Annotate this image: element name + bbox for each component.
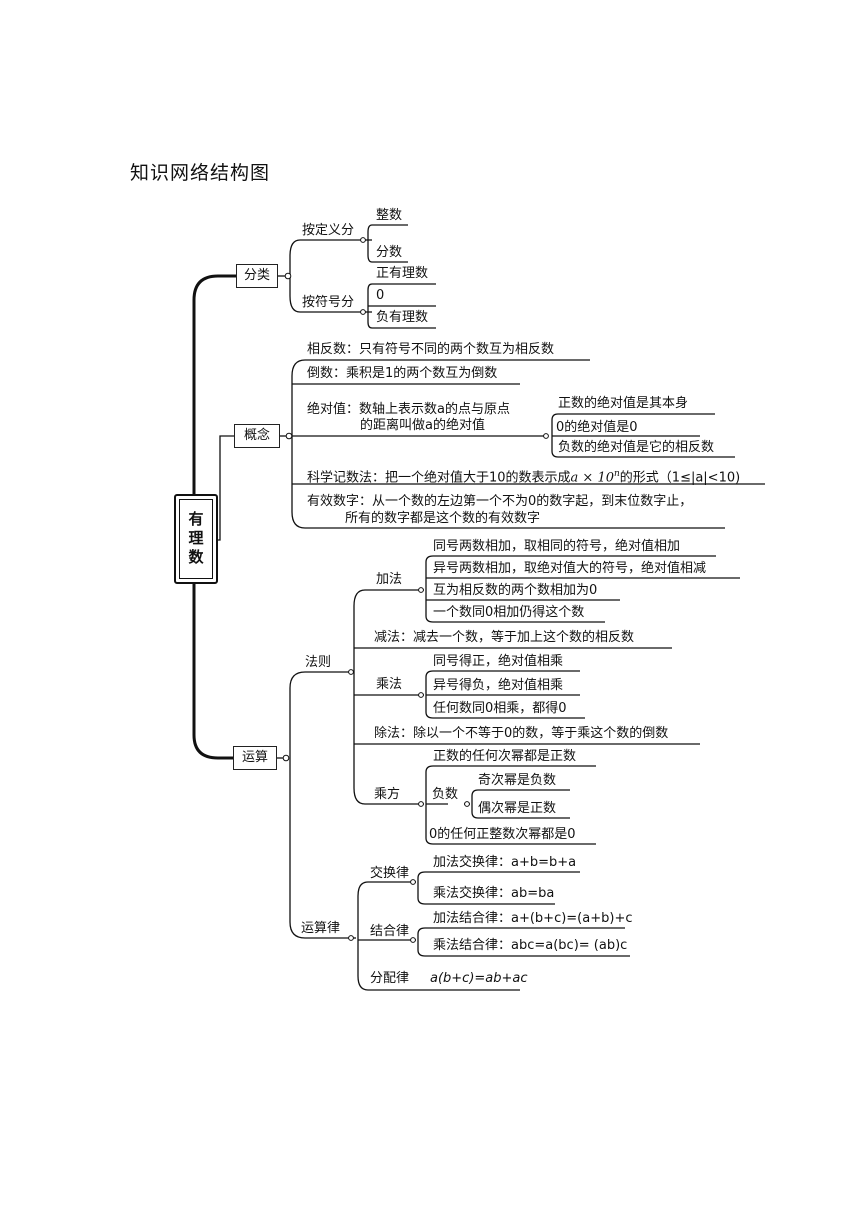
classify-node: 分类	[236, 264, 278, 288]
scientific-suffix: 的形式（1≤|a|<10)	[619, 470, 741, 486]
opposite-number-text: 相反数：只有符号不同的两个数互为相反数	[307, 342, 555, 357]
associative-label: 结合律	[370, 924, 410, 939]
negative-rational-label: 负有理数	[376, 310, 429, 325]
fraction-label: 分数	[376, 245, 403, 260]
root-label: 有理数	[179, 499, 213, 579]
power-label: 乘方	[374, 787, 401, 802]
rules-label: 法则	[305, 655, 332, 670]
laws-label: 运算律	[301, 921, 341, 936]
reciprocal-text: 倒数：乘积是1的两个数互为倒数	[307, 366, 498, 381]
division-text: 除法：除以一个不等于0的数，等于乘这个数的倒数	[374, 726, 669, 741]
concepts-node: 概念	[234, 424, 280, 448]
absolute-value-text-2: 的距离叫做a的绝对值	[360, 418, 485, 433]
mul-associative-text: 乘法结合律：abc=a(bc)= (ab)c	[433, 938, 628, 953]
distributive-label: 分配律	[370, 971, 410, 986]
multiplication-rule-1: 同号得正，绝对值相乘	[433, 654, 564, 669]
operations-node: 运算	[233, 746, 277, 770]
subtraction-text: 减法：减去一个数，等于加上这个数的相反数	[374, 630, 635, 645]
scientific-notation-text: 科学记数法：把一个绝对值大于10的数表示成a × 10n的形式（1≤|a|<10…	[307, 466, 740, 486]
add-commutative-text: 加法交换律：a+b=b+a	[433, 855, 577, 870]
power-negative-label: 负数	[432, 787, 459, 802]
addition-rule-3: 互为相反数的两个数相加为0	[433, 583, 598, 598]
scientific-exponent: n	[614, 469, 620, 479]
multiplication-rule-2: 异号得负，绝对值相乘	[433, 678, 564, 693]
addition-label: 加法	[376, 572, 403, 587]
power-positive-text: 正数的任何次幂都是正数	[433, 749, 577, 764]
by-sign-label: 按符号分	[302, 295, 355, 310]
addition-rule-2: 异号两数相加，取绝对值大的符号，绝对值相减	[433, 561, 707, 576]
power-zero-text: 0的任何正整数次幂都是0	[429, 827, 576, 842]
significant-figures-text-1: 有效数字：从一个数的左边第一个不为0的数字起，到末位数字止，	[307, 494, 693, 509]
mul-commutative-text: 乘法交换律：ab=ba	[433, 886, 555, 901]
abs-positive-text: 正数的绝对值是其本身	[558, 396, 689, 411]
scientific-formula: a × 10	[570, 470, 614, 486]
addition-rule-4: 一个数同0相加仍得这个数	[433, 605, 585, 620]
abs-zero-text: 0的绝对值是0	[556, 420, 638, 435]
distributive-formula: a(b+c)=ab+ac	[430, 971, 528, 986]
abs-negative-text: 负数的绝对值是它的相反数	[558, 440, 715, 455]
root-node: 有理数	[174, 494, 218, 584]
page-title: 知识网络结构图	[130, 162, 271, 184]
even-power-text: 偶次幂是正数	[478, 801, 557, 816]
multiplication-label: 乘法	[376, 677, 403, 692]
by-definition-label: 按定义分	[302, 223, 355, 238]
commutative-label: 交换律	[370, 866, 410, 881]
addition-rule-1: 同号两数相加，取相同的符号，绝对值相加	[433, 539, 681, 554]
multiplication-rule-3: 任何数同0相乘，都得0	[433, 701, 567, 716]
scientific-prefix: 科学记数法：把一个绝对值大于10的数表示成	[307, 470, 571, 486]
integer-label: 整数	[376, 208, 403, 223]
odd-power-text: 奇次幂是负数	[478, 773, 557, 788]
significant-figures-text-2: 所有的数字都是这个数的有效数字	[345, 511, 541, 526]
zero-label: 0	[376, 288, 385, 303]
add-associative-text: 加法结合律：a+(b+c)=(a+b)+c	[433, 911, 633, 926]
positive-rational-label: 正有理数	[376, 266, 429, 281]
absolute-value-text-1: 绝对值：数轴上表示数a的点与原点	[307, 402, 510, 417]
